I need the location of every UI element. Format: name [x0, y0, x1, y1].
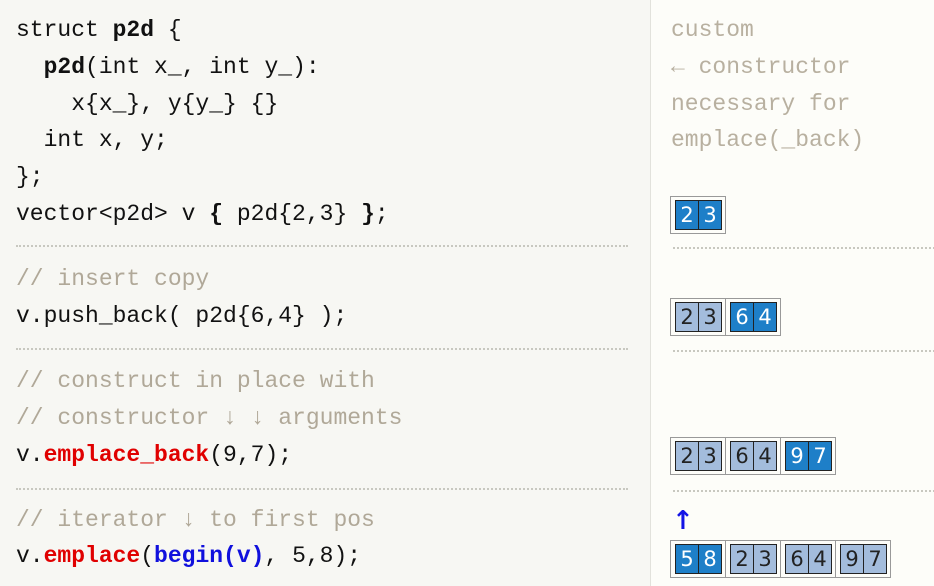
x-cell: 9	[786, 442, 808, 470]
code-comment: // construct in place with	[16, 368, 375, 394]
y-cell: 3	[698, 303, 721, 331]
code-token: (9,7);	[209, 442, 293, 468]
code-comment: // constructor ↓ ↓ arguments	[16, 405, 403, 431]
side-note: ← constructor	[671, 54, 851, 80]
section-divider	[16, 245, 628, 247]
code-token: p2d	[43, 54, 86, 80]
y-cell: 3	[753, 545, 776, 573]
section-divider	[16, 488, 628, 490]
code-line: // insert copy	[16, 264, 209, 294]
side-note: emplace(_back)	[671, 127, 865, 153]
code-token: p2d{2,3}	[223, 201, 362, 227]
x-cell: 6	[731, 303, 753, 331]
code-panel: struct p2d { p2d(int x_, int y_): x{x_},…	[16, 15, 628, 571]
code-token: emplace_back	[43, 442, 210, 468]
code-token: v.push_back( p2d{6,4} );	[16, 303, 348, 329]
code-token: x{x_}, y{y_} {}	[16, 91, 279, 117]
code-token: (int x_, int y_):	[85, 54, 320, 80]
code-token: int x, y;	[16, 127, 168, 153]
code-line: // construct in place with	[16, 366, 375, 396]
x-cell: 2	[676, 303, 698, 331]
code-line: // constructor ↓ ↓ arguments	[16, 403, 402, 433]
side-note: custom	[671, 17, 754, 43]
code-token: struct	[16, 17, 113, 43]
x-cell: 2	[731, 545, 753, 573]
y-cell: 4	[753, 303, 776, 331]
code-line: x{x_}, y{y_} {}	[16, 89, 278, 119]
code-token: emplace	[43, 543, 141, 569]
code-token: {	[209, 201, 224, 227]
code-token	[16, 54, 44, 80]
code-line: };	[16, 162, 44, 192]
section-divider	[673, 490, 934, 492]
x-cell: 6	[731, 442, 753, 470]
code-token: p2d	[112, 17, 155, 43]
section-divider	[16, 348, 628, 350]
x-cell: 2	[676, 201, 698, 229]
section-divider	[673, 350, 934, 352]
y-cell: 7	[808, 442, 831, 470]
y-cell: 4	[808, 545, 831, 573]
x-cell: 6	[786, 545, 808, 573]
code-line: v.emplace_back(9,7);	[16, 440, 292, 470]
code-token: , 5,8);	[264, 543, 362, 569]
y-cell: 3	[698, 201, 721, 229]
code-token: begin(v)	[154, 543, 265, 569]
side-note: necessary for	[671, 91, 851, 117]
x-cell: 9	[841, 545, 863, 573]
code-line: int x, y;	[16, 125, 168, 155]
code-line: struct p2d {	[16, 15, 182, 45]
code-comment: // iterator ↓ to first pos	[16, 507, 375, 533]
y-cell: 4	[753, 442, 776, 470]
code-token: {	[154, 17, 182, 43]
code-token: (	[140, 543, 155, 569]
code-comment: // insert copy	[16, 266, 210, 292]
code-line: v.emplace(begin(v), 5,8);	[16, 541, 361, 571]
x-cell: 5	[676, 545, 698, 573]
code-token: };	[16, 164, 44, 190]
insert-position-arrow-icon: ↑	[672, 506, 694, 536]
y-cell: 8	[698, 545, 721, 573]
section-divider	[673, 247, 934, 249]
code-token: v.	[16, 543, 44, 569]
code-token: v.	[16, 442, 44, 468]
code-token: vector<p2d> v	[16, 201, 210, 227]
code-token: ;	[374, 201, 389, 227]
code-token: }	[361, 201, 375, 227]
y-cell: 7	[863, 545, 886, 573]
diagram-panel: ↑ custom ← constructor necessary for emplac…	[650, 0, 934, 586]
code-line: // iterator ↓ to first pos	[16, 505, 375, 535]
x-cell: 2	[676, 442, 698, 470]
code-line: vector<p2d> v { p2d{2,3} };	[16, 199, 389, 229]
y-cell: 3	[698, 442, 721, 470]
code-line: p2d(int x_, int y_):	[16, 52, 320, 82]
code-line: v.push_back( p2d{6,4} );	[16, 301, 347, 331]
